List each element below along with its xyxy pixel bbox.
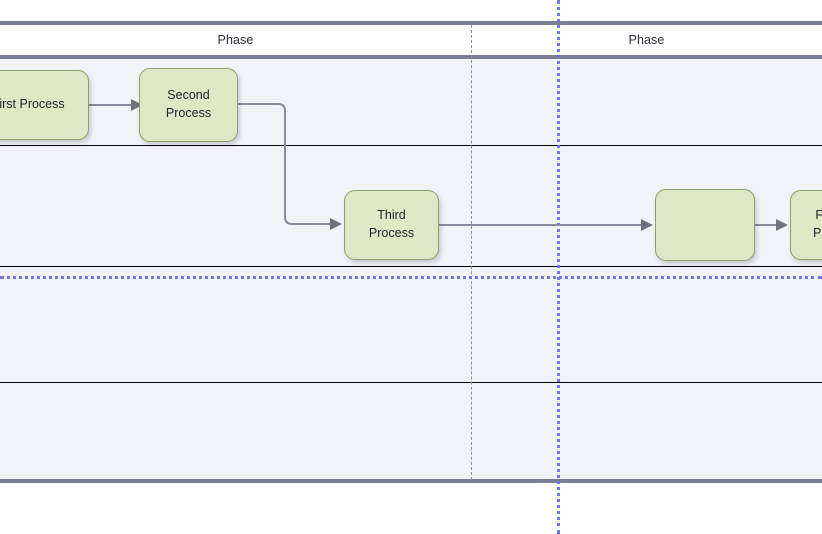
lane-row-3[interactable] (0, 267, 822, 382)
phase-label-left[interactable]: Phase (0, 25, 471, 55)
lane-row-1[interactable] (0, 59, 822, 145)
alignment-guide-vertical (557, 0, 560, 534)
phase-label-right[interactable]: Phase (471, 25, 822, 55)
pool-top-border (0, 21, 822, 25)
task-third-process[interactable]: Third Process (344, 190, 439, 260)
phase-header-band: Phase Phase (0, 25, 822, 55)
lane-row-4[interactable] (0, 383, 822, 479)
phase-label-right-text: Phase (628, 33, 665, 47)
task-fourth-process[interactable] (655, 189, 755, 261)
alignment-guide-horizontal (0, 276, 822, 279)
task-second-process[interactable]: Second Process (139, 68, 238, 142)
phase-divider-guide (471, 25, 472, 480)
pool-header-bottom-border (0, 55, 822, 59)
lane-separator-2 (0, 266, 822, 267)
lane-separator-3 (0, 382, 822, 383)
pool-bottom-border (0, 479, 822, 483)
task-fifth-process[interactable]: F Pr (790, 190, 822, 260)
lane-separator-1 (0, 145, 822, 146)
phase-label-left-text: Phase (217, 33, 254, 47)
task-first-process[interactable]: irst Process (0, 70, 89, 140)
